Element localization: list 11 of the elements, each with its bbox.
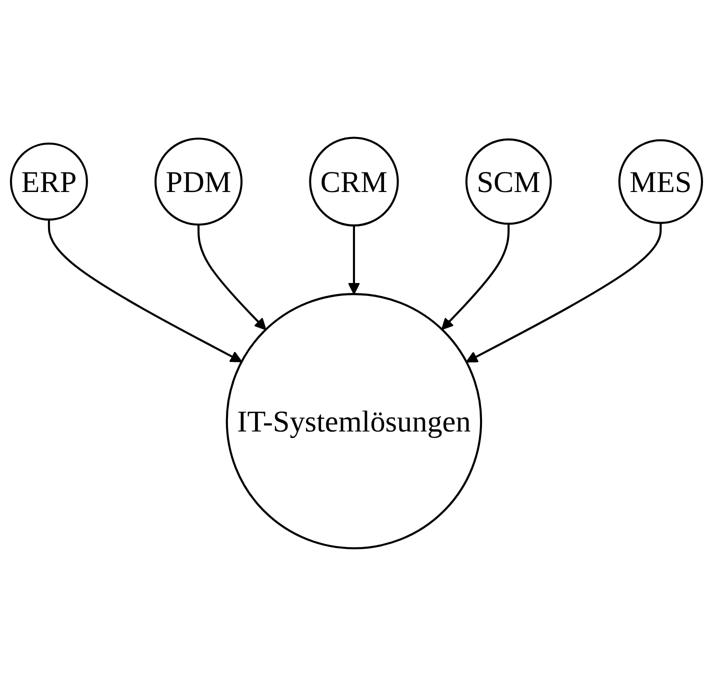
arrow	[348, 225, 360, 295]
node-circle: MES	[618, 139, 704, 224]
node-circle: SCM	[465, 138, 552, 225]
arrow	[48, 220, 242, 362]
arrow	[198, 224, 266, 330]
node-circle: IT-Systemlösungen	[226, 293, 482, 550]
node-circle: CRM	[309, 136, 399, 226]
arrow	[441, 224, 510, 330]
node-circle: ERP	[10, 142, 88, 221]
node-circle: PDM	[154, 138, 243, 226]
arrow	[466, 222, 662, 362]
